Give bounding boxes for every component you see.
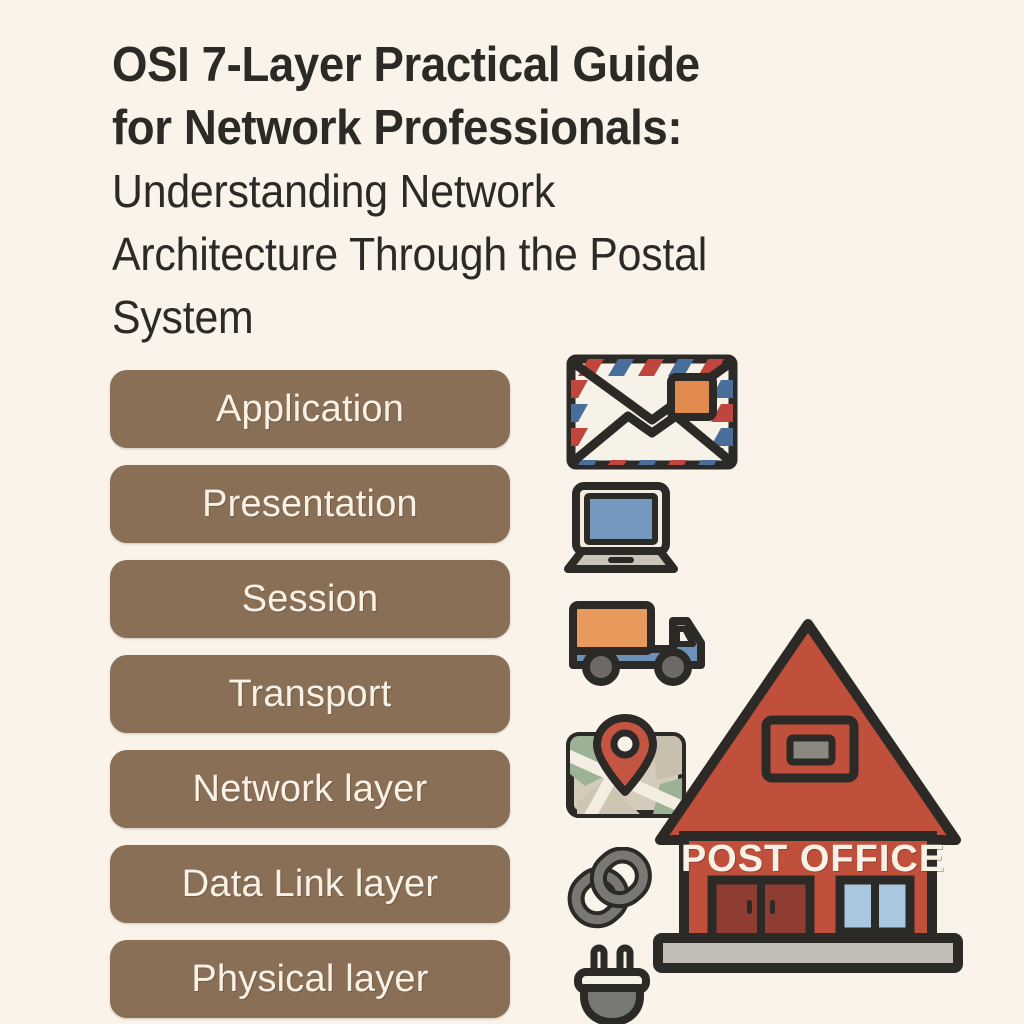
- osi-layer-bar-application[interactable]: Application: [110, 370, 510, 448]
- heading-block: OSI 7-Layer Practical Guide for Network …: [112, 34, 942, 349]
- map-pin-icon: [566, 714, 686, 818]
- osi-layer-label: Presentation: [202, 482, 418, 525]
- post-office-building: [653, 619, 963, 973]
- page-subtitle-line-2: Architecture Through the Postal: [112, 228, 708, 280]
- osi-layer-bar-session[interactable]: Session: [110, 560, 510, 638]
- page-title-line-2: for Network Professionals:: [112, 101, 683, 155]
- page-title-line-1: OSI 7-Layer Practical Guide: [112, 38, 700, 92]
- osi-layer-bar-transport[interactable]: Transport: [110, 655, 510, 733]
- envelope-icon: [566, 354, 738, 470]
- delivery-truck-icon: [569, 601, 705, 686]
- door-handle-left[interactable]: [747, 900, 752, 914]
- osi-layer-label: Application: [215, 387, 405, 430]
- power-plug-icon: [574, 944, 650, 1024]
- attic-window-glass: [786, 734, 836, 766]
- osi-layer-label: Data Link layer: [181, 862, 439, 905]
- attic-window-frame: [761, 715, 859, 783]
- page-subtitle-line-3: System: [112, 291, 254, 343]
- laptop-icon: [564, 482, 678, 573]
- chain-link-icon: [567, 847, 652, 929]
- osi-layer-bar-presentation[interactable]: Presentation: [110, 465, 510, 543]
- page-subtitle-line-1: Understanding Network: [112, 165, 556, 217]
- building-roof: [655, 619, 961, 845]
- building-foundation: [653, 933, 963, 973]
- osi-layer-stack: Application Presentation Session Transpo…: [110, 370, 510, 1024]
- osi-layer-bar-physical[interactable]: Physical layer: [110, 940, 510, 1018]
- osi-layer-label: Network layer: [192, 767, 428, 810]
- osi-layer-label: Transport: [228, 672, 392, 715]
- post-office-sign: POST OFFICE: [680, 838, 946, 880]
- door-handle-right[interactable]: [770, 900, 775, 914]
- osi-layer-bar-network[interactable]: Network layer: [110, 750, 510, 828]
- osi-layer-bar-data-link[interactable]: Data Link layer: [110, 845, 510, 923]
- osi-layer-label: Session: [241, 577, 379, 620]
- osi-layer-label: Physical layer: [191, 957, 429, 1000]
